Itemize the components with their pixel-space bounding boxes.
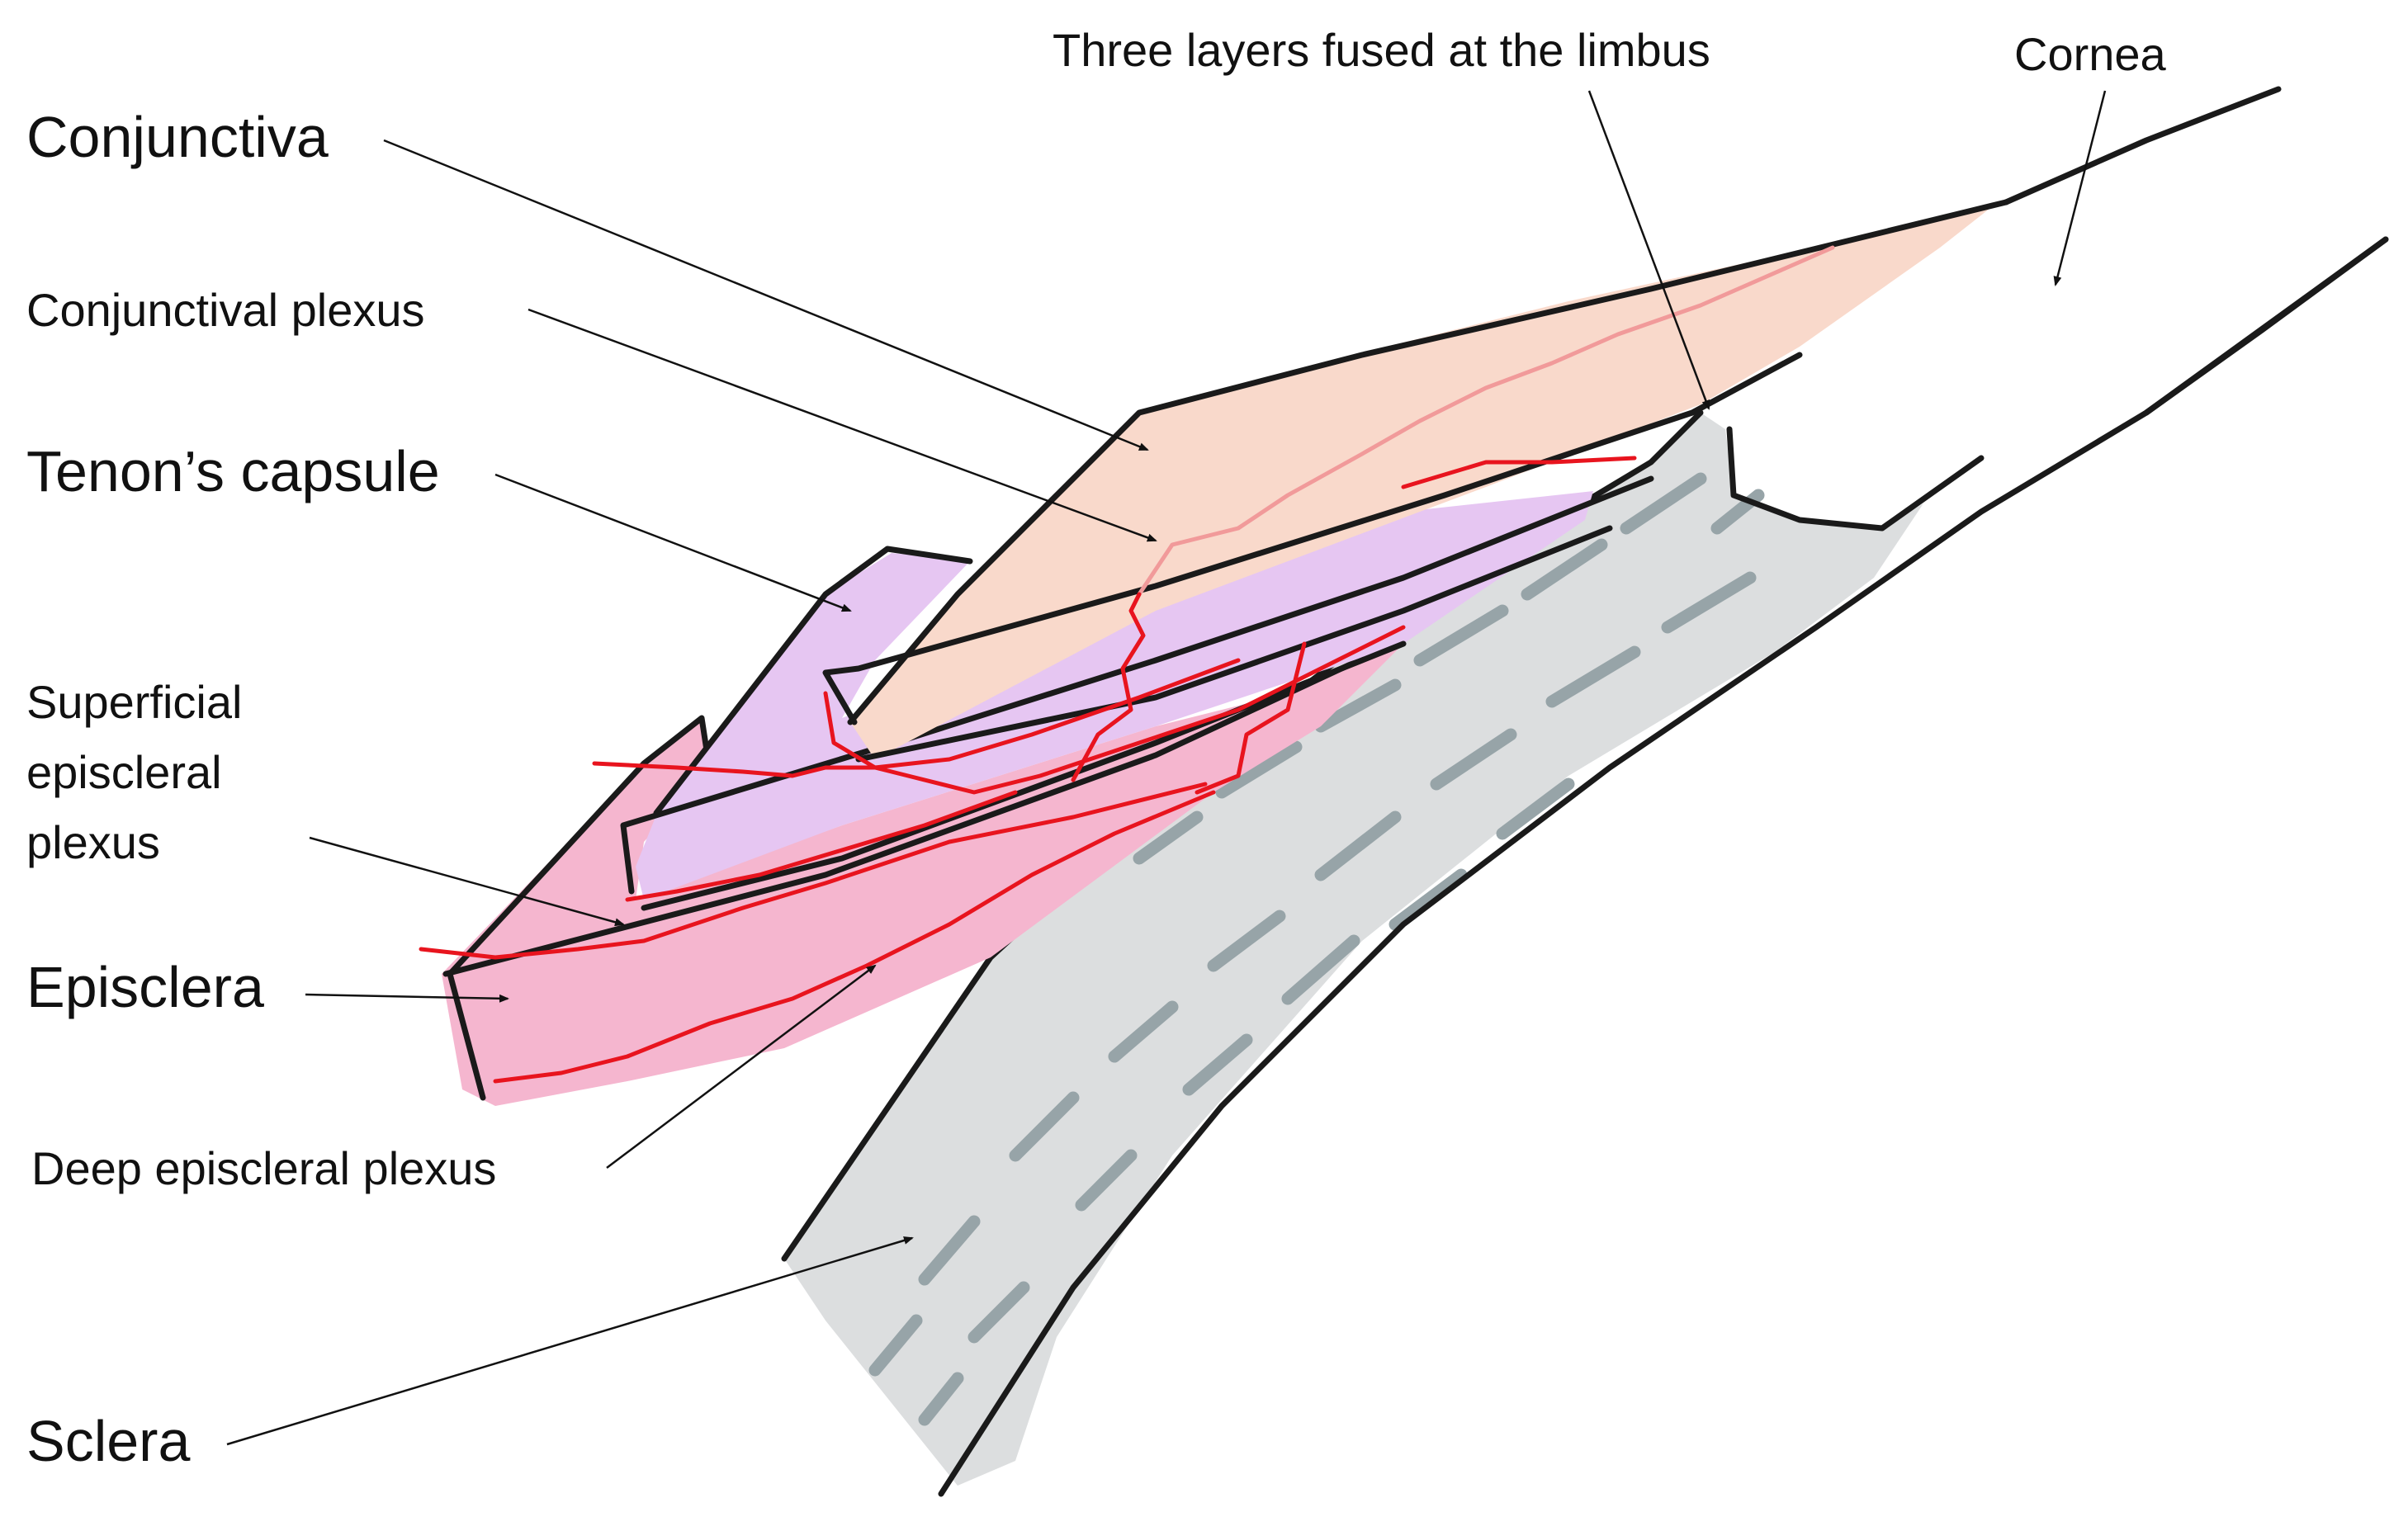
sclera-fill <box>784 413 1923 1486</box>
tenon-outer-edge <box>653 546 973 816</box>
sclera-texture-dashes <box>868 472 1765 1426</box>
label-episclera: Episclera <box>26 955 264 1019</box>
label-conjunctiva: Conjunctiva <box>26 105 329 169</box>
label-superficial-line3: plexus <box>26 816 160 868</box>
episclera-layer <box>442 636 1407 1106</box>
cornea-outer-edge <box>2003 86 2282 206</box>
sclera-inner-edge <box>938 236 2389 1497</box>
superficial-vessel-lower <box>419 782 1208 960</box>
leader-episclera <box>305 993 509 1003</box>
conjunctival-vessel-drop <box>1071 592 1146 782</box>
label-cornea: Cornea <box>2014 28 2167 80</box>
conjunctival-vessel-right <box>1401 456 1637 489</box>
conjunctiva-lower-edge <box>855 525 1613 763</box>
conjunctiva-outer-edge <box>847 199 2009 725</box>
leader-three-layers <box>1587 90 1710 410</box>
label-superficial-line1: Superficial <box>26 676 242 728</box>
leader-sclera <box>226 1236 914 1446</box>
label-superficial-line2: episcleral <box>26 746 222 798</box>
superficial-vessel-branch <box>1195 641 1307 795</box>
leader-conjunctival-plexus <box>527 308 1157 542</box>
episclera-edge <box>447 715 713 1101</box>
tenon-lower-edge <box>641 640 1407 911</box>
deep-vessel-main <box>493 790 1216 1084</box>
tenons-capsule-layer <box>620 475 1654 911</box>
deep-vessel-upper <box>625 790 1018 902</box>
conjunctival-vessel-main <box>1137 245 1835 597</box>
leader-cornea <box>2053 90 2107 286</box>
label-tenons-capsule: Tenon’s capsule <box>26 439 440 503</box>
superficial-episcleral-plexus-vessels <box>419 625 1406 960</box>
superficial-vessel-main <box>592 761 878 778</box>
label-sclera: Sclera <box>26 1409 190 1473</box>
labels: Conjunctiva Conjunctival plexus Tenon’s … <box>26 24 2167 1473</box>
limbus-notch <box>1726 426 1985 532</box>
cornea-inner-edge <box>2143 236 2389 416</box>
label-conjunctival-plexus: Conjunctival plexus <box>26 284 424 336</box>
label-three-layers-fused: Three layers fused at the limbus <box>1053 24 1710 76</box>
conjunctival-plexus-vessels <box>823 245 1835 782</box>
conjunctival-vessel-lower <box>823 658 1241 770</box>
cornea-layer <box>2003 86 2389 416</box>
leader-superficial-plexus <box>309 836 625 927</box>
deep-episcleral-plexus-vessels <box>493 790 1216 1084</box>
episclera-inner-edge <box>442 636 1407 977</box>
label-deep-episcleral-plexus: Deep episcleral plexus <box>31 1142 496 1194</box>
leader-tenons-capsule <box>494 473 852 612</box>
conjunctiva-inner-edge <box>822 352 1803 725</box>
episclera-fill <box>442 644 1403 1106</box>
tenon-inner-edge <box>620 475 1654 895</box>
leader-lines <box>226 90 2107 1446</box>
superficial-vessel-upper <box>873 625 1406 795</box>
leader-deep-plexus <box>606 964 877 1169</box>
leader-conjunctiva <box>383 139 1149 451</box>
